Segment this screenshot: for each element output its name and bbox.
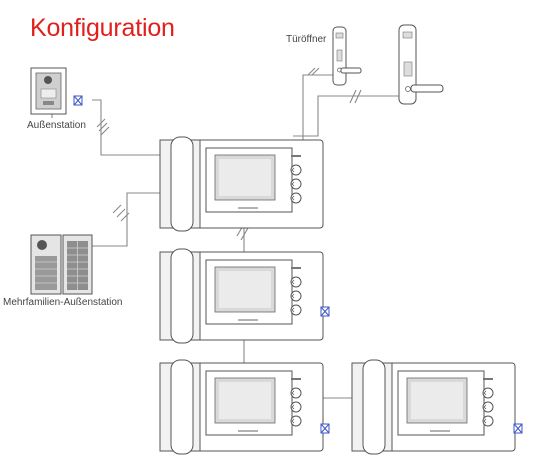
connection-marker-icon — [513, 423, 523, 434]
connection-marker-icon — [320, 306, 330, 317]
indoor-monitor-2 — [159, 248, 324, 344]
door-lock-small — [332, 26, 362, 86]
multi-family-station-label: Mehrfamilien-Außenstation — [3, 297, 123, 308]
door-opener-label: Türöffner — [286, 34, 327, 45]
outdoor-station — [30, 67, 67, 115]
cable-break-marks — [96, 67, 362, 241]
indoor-monitor-main — [159, 136, 324, 232]
connection-marker-icon — [320, 423, 330, 434]
connection-marker-icon — [73, 95, 83, 106]
indoor-monitor-4 — [351, 359, 516, 455]
wiring — [51, 74, 408, 399]
page-title: Konfiguration — [30, 14, 175, 42]
outdoor-station-label: Außenstation — [27, 120, 86, 131]
multi-family-outdoor-station — [30, 234, 93, 295]
door-lock-large — [398, 24, 444, 105]
indoor-monitor-3 — [159, 359, 324, 455]
